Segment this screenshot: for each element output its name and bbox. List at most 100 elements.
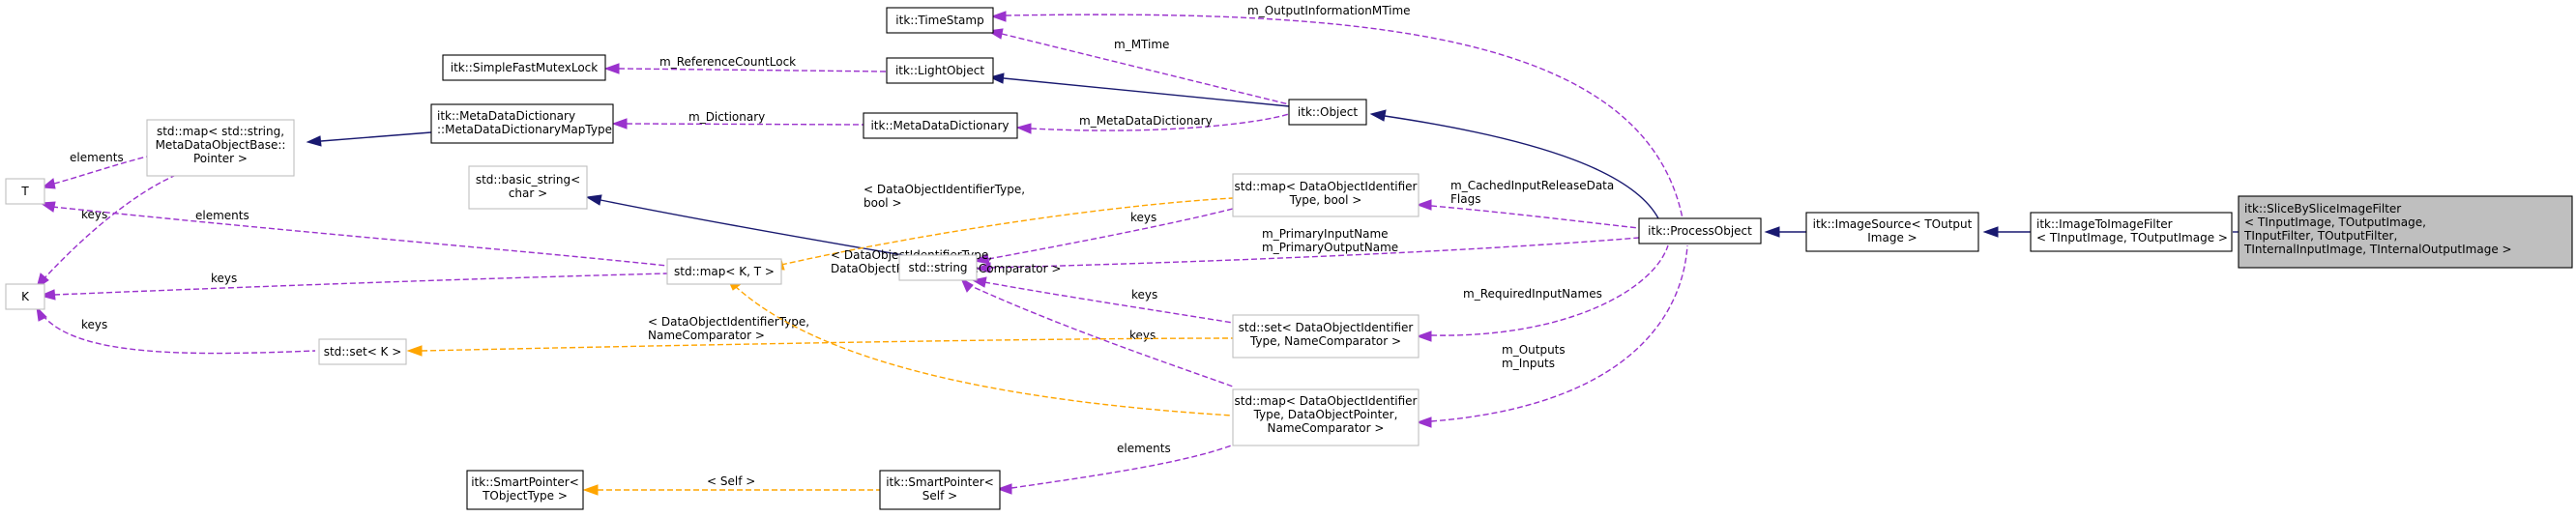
- node-imagesource-line-1: itk::ImageSource< TOutput: [1813, 217, 1973, 231]
- node-imagesource-line-2: Image >: [1867, 231, 1917, 244]
- node-k-line-1: K: [21, 290, 30, 303]
- edge-label-keys-map-line-1: keys: [211, 272, 237, 285]
- node-smartpointer-self-label: itk::SmartPointer<Self >: [886, 475, 994, 503]
- node-object-line-1: itk::Object: [1298, 105, 1358, 119]
- node-set-id-comparator-line-2: Type, NameComparator >: [1249, 334, 1401, 348]
- edge-label-m-dictionary-line-1: m_Dictionary: [688, 110, 765, 124]
- node-t[interactable]: T: [5, 178, 45, 205]
- node-simplefastmutexlock-line-1: itk::SimpleFastMutexLock: [451, 61, 599, 74]
- edge-member-mutexlock-lightobject: m_ReferenceCountLock: [603, 55, 888, 74]
- edge-label-keys-pointermap: keys: [1129, 329, 1156, 342]
- node-lightobject-line-1: itk::LightObject: [895, 64, 984, 77]
- node-slicebysliceimagefilter[interactable]: itk::SliceBySliceImageFilter< TInputImag…: [2238, 195, 2573, 269]
- node-basic-string-line-1: std::basic_string<: [476, 173, 580, 187]
- edge-label-m-dictionary: m_Dictionary: [688, 110, 765, 124]
- edge-label-m-outputs-inputs-line-1: m_Outputs: [1502, 343, 1566, 357]
- node-map-id-pointer-line-1: std::map< DataObjectIdentifier: [1235, 394, 1418, 408]
- node-t-line-1: T: [20, 185, 29, 198]
- edge-inherit-mapstring-dictmaptype: [306, 131, 432, 147]
- node-map-string-metadataobject-line-1: std::map< std::string,: [157, 125, 284, 138]
- edge-member-string-mapidpointer: keys: [959, 276, 1234, 388]
- node-processobject[interactable]: itk::ProcessObject: [1638, 217, 1762, 244]
- edge-label-tmpl-id-comparator: < DataObjectIdentifierType,NameComparato…: [648, 315, 809, 342]
- edge-member-dictmaptype-dictionary: m_Dictionary: [611, 110, 864, 129]
- node-map-string-metadataobject[interactable]: std::map< std::string,MetaDataObjectBase…: [146, 119, 295, 177]
- node-basic-string[interactable]: std::basic_string<char >: [468, 165, 588, 210]
- edge-label-tmpl-self: < Self >: [707, 474, 755, 488]
- edge-inherit-lightobject-object: [988, 72, 1290, 107]
- edge-label-keys-pointermap-line-1: keys: [1129, 329, 1156, 342]
- edge-member-timestamp-object: m_MTime: [986, 28, 1290, 105]
- node-metadatadictionarymaptype[interactable]: itk::MetaDataDictionary::MetaDataDiction…: [430, 103, 614, 144]
- edge-label-tmpl-id-bool-line-2: bool >: [864, 196, 902, 210]
- node-map-k-t-label: std::map< K, T >: [674, 265, 775, 278]
- node-smartpointer-self[interactable]: itk::SmartPointer<Self >: [879, 470, 1001, 510]
- node-k-label: K: [21, 290, 30, 303]
- node-k[interactable]: K: [5, 283, 45, 310]
- edge-label-keys-k1: keys: [81, 208, 107, 221]
- node-map-id-bool-line-1: std::map< DataObjectIdentifier: [1235, 180, 1418, 193]
- edge-label-keys-setcomparator-line-1: keys: [1131, 288, 1157, 302]
- node-object-label: itk::Object: [1298, 105, 1358, 119]
- edge-member-dictionary-object: m_MetaDataDictionary: [1015, 113, 1290, 134]
- node-metadatadictionarymaptype-line-1: itk::MetaDataDictionary: [437, 109, 575, 123]
- edge-label-m-metadatadictionary-line-1: m_MetaDataDictionary: [1079, 114, 1213, 128]
- node-metadatadictionary-label: itk::MetaDataDictionary: [870, 119, 1009, 132]
- node-smartpointer-tobjecttype[interactable]: itk::SmartPointer<TObjectType >: [466, 470, 584, 510]
- edge-member-k-setk: keys: [36, 305, 316, 355]
- node-map-id-pointer-line-3: NameComparator >: [1268, 421, 1385, 435]
- edge-member-string-setidcomparator: keys: [971, 276, 1234, 324]
- node-set-k[interactable]: std::set< K >: [318, 338, 407, 365]
- node-map-id-pointer-line-2: Type, DataObjectPointer,: [1253, 408, 1398, 421]
- node-lightobject[interactable]: itk::LightObject: [886, 57, 994, 84]
- edge-label-keys-boolmap: keys: [1130, 211, 1156, 224]
- edge-label-tmpl-id-comparator-line-1: < DataObjectIdentifierType,: [648, 315, 809, 329]
- edge-member-setidcomparator-processobject: m_RequiredInputNames: [1416, 244, 1669, 342]
- edge-template-smarttobject-smartself: < Self >: [582, 474, 880, 496]
- node-processobject-label: itk::ProcessObject: [1648, 224, 1752, 238]
- node-imagetoimagefilter-line-2: < TInputImage, TOutputImage >: [2036, 231, 2228, 244]
- node-object[interactable]: itk::Object: [1288, 99, 1367, 126]
- node-timestamp[interactable]: itk::TimeStamp: [886, 7, 994, 34]
- node-imagetoimagefilter[interactable]: itk::ImageToImageFilter< TInputImage, TO…: [2030, 212, 2233, 252]
- node-slicebysliceimagefilter-line-3: TInputFilter, TOutputFilter,: [2243, 229, 2397, 243]
- node-std-string[interactable]: std::string: [898, 254, 978, 281]
- node-set-k-line-1: std::set< K >: [324, 345, 402, 359]
- edge-label-tmpl-id-comparator-line-2: NameComparator >: [648, 329, 765, 342]
- node-metadatadictionarymaptype-line-2: ::MetaDataDictionaryMapType: [437, 123, 612, 136]
- edge-label-m-outputinformationmtime: m_OutputInformationMTime: [1247, 4, 1411, 17]
- edge-label-tmpl-self-line-1: < Self >: [707, 474, 755, 488]
- edge-label-m-outputs-inputs-line-2: m_Inputs: [1502, 357, 1555, 370]
- edge-label-keys-set: keys: [81, 318, 107, 331]
- edge-member-t-mapstring: elements: [41, 151, 148, 189]
- node-processobject-line-1: itk::ProcessObject: [1648, 224, 1752, 238]
- node-map-k-t[interactable]: std::map< K, T >: [666, 258, 782, 285]
- node-map-string-metadataobject-line-3: Pointer >: [193, 152, 248, 165]
- edge-label-keys-set-line-1: keys: [81, 318, 107, 331]
- edge-inherit-imagesource-imagetoimagefilter: [1982, 226, 2031, 238]
- edge-member-t-mapkt: elements: [39, 201, 668, 267]
- edge-label-keys-map: keys: [211, 272, 237, 285]
- edge-template-mapkt-mapidpointer: < DataObjectIdentifierType,DataObjectPoi…: [725, 248, 1234, 416]
- edge-label-m-requiredinputnames: m_RequiredInputNames: [1463, 287, 1602, 301]
- node-set-k-label: std::set< K >: [324, 345, 402, 359]
- node-std-string-line-1: std::string: [908, 261, 967, 274]
- node-metadatadictionary[interactable]: itk::MetaDataDictionary: [863, 112, 1018, 139]
- node-simplefastmutexlock[interactable]: itk::SimpleFastMutexLock: [442, 54, 606, 81]
- edge-label-m-requiredinputnames-line-1: m_RequiredInputNames: [1463, 287, 1602, 301]
- edge-inherit-object-processobject: [1369, 109, 1659, 219]
- node-map-string-metadataobject-line-2: MetaDataObjectBase::: [156, 138, 286, 152]
- node-imagetoimagefilter-line-1: itk::ImageToImageFilter: [2036, 217, 2173, 231]
